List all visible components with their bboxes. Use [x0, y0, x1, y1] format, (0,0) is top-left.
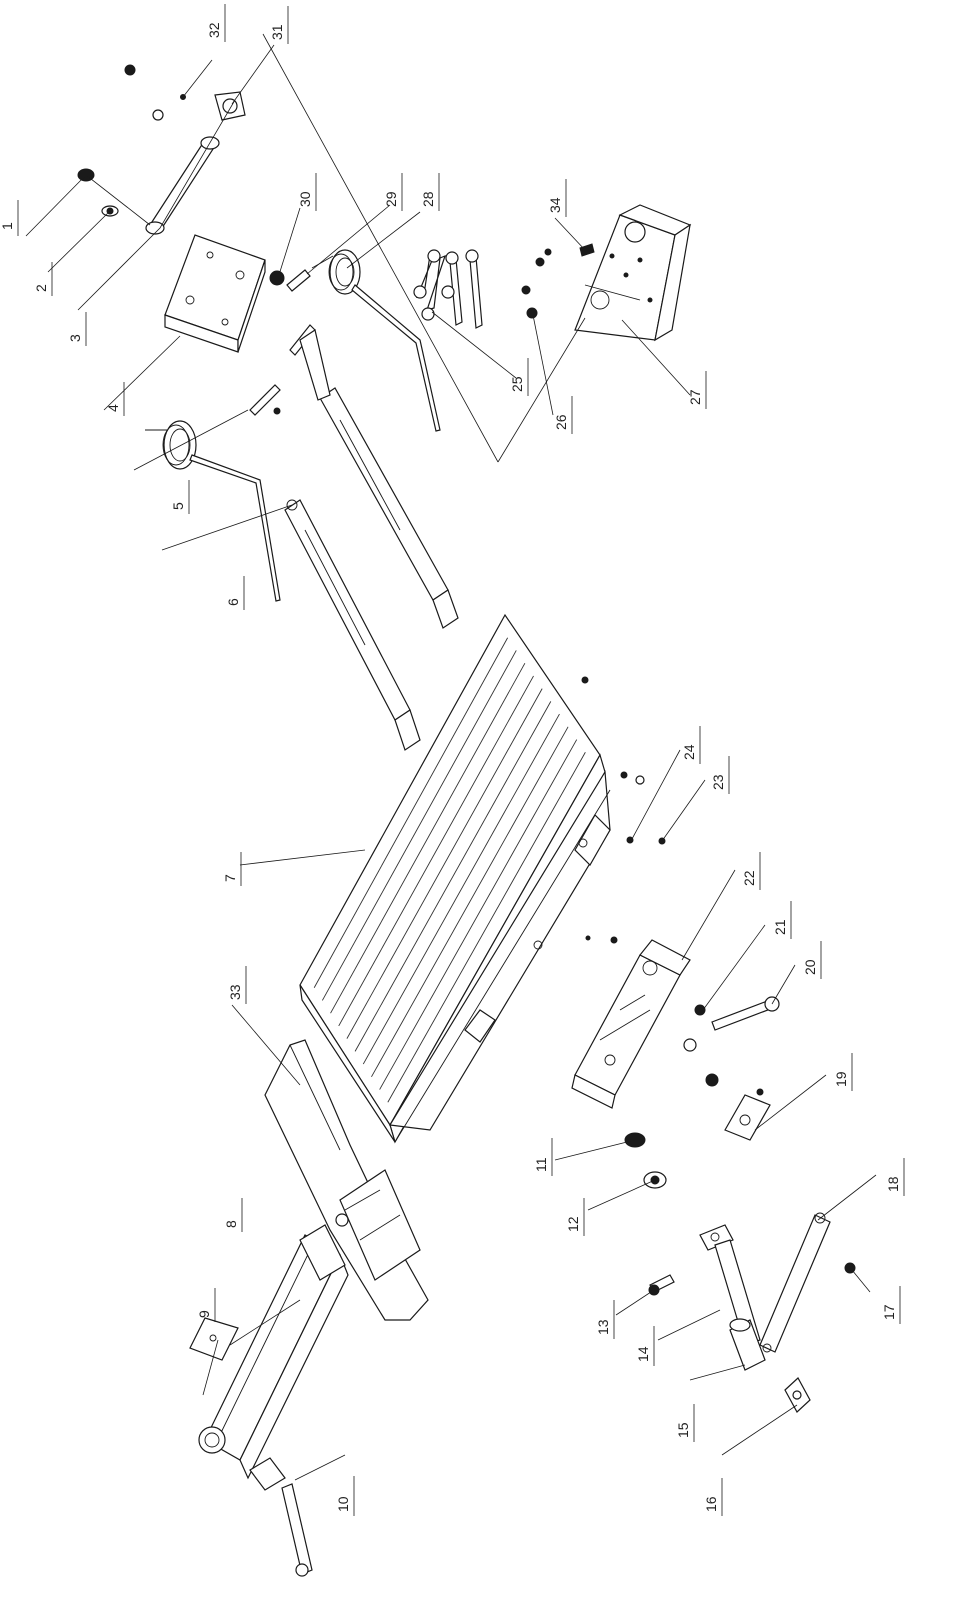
callout-18: 18 [885, 1176, 901, 1192]
gas-spring-right [299, 329, 459, 629]
platform-groove [362, 713, 560, 1065]
callout-23: 23 [710, 774, 726, 790]
callout-8: 8 [223, 1220, 239, 1228]
callout-14: 14 [635, 1346, 651, 1362]
callout-26: 26 [553, 414, 569, 430]
platform-groove [330, 662, 526, 1014]
callout-10: 10 [335, 1496, 351, 1512]
leader-lines [25, 33, 877, 1481]
platform-groove [321, 650, 517, 1001]
callout-1: 1 [0, 222, 15, 230]
callout-31: 31 [269, 24, 285, 40]
callout-17: 17 [881, 1304, 897, 1320]
callout-21: 21 [772, 919, 788, 935]
torsion-spring-right [311, 249, 441, 432]
platform-grooves [313, 637, 586, 1103]
callout-25: 25 [509, 376, 525, 392]
platform-groove [346, 688, 543, 1039]
lower-linkage [571, 939, 856, 1413]
label-ticks [17, 4, 905, 1516]
callout-13: 13 [595, 1319, 611, 1335]
callout-27: 27 [687, 389, 703, 405]
platform-groove [387, 752, 586, 1103]
platform-groove [338, 675, 534, 1027]
callout-28: 28 [420, 191, 436, 207]
callout-12: 12 [565, 1216, 581, 1232]
callout-11: 11 [533, 1157, 549, 1172]
hinge-bracket-group [413, 204, 692, 342]
mounting-plate [164, 234, 311, 353]
callout-6: 6 [225, 598, 241, 606]
gas-spring-left [284, 499, 421, 751]
main-platform [299, 613, 666, 1144]
callout-2: 2 [33, 284, 49, 292]
platform-groove [371, 726, 569, 1078]
callout-5: 5 [170, 502, 186, 510]
callout-labels: 1 2 3 4 5 6 7 8 9 10 11 12 13 14 15 16 1… [0, 22, 901, 1512]
upper-rod-assembly [77, 64, 246, 235]
callout-32: 32 [206, 22, 222, 38]
callout-33: 33 [227, 984, 243, 1000]
callout-7: 7 [222, 874, 238, 882]
side-arm-assembly [189, 1039, 429, 1577]
platform-groove [379, 739, 578, 1090]
platform-groove [354, 701, 552, 1052]
platform-groove [313, 637, 509, 988]
callout-19: 19 [833, 1071, 849, 1087]
callout-24: 24 [681, 744, 697, 760]
callout-15: 15 [675, 1422, 691, 1438]
callout-22: 22 [741, 870, 757, 886]
callout-3: 3 [67, 334, 83, 342]
callout-4: 4 [105, 404, 121, 412]
callout-20: 20 [802, 959, 818, 975]
callout-9: 9 [196, 1310, 212, 1318]
callout-29: 29 [383, 191, 399, 207]
torsion-spring-left [145, 420, 281, 602]
callout-16: 16 [703, 1496, 719, 1512]
callout-34: 34 [547, 197, 563, 213]
callout-30: 30 [297, 191, 313, 207]
